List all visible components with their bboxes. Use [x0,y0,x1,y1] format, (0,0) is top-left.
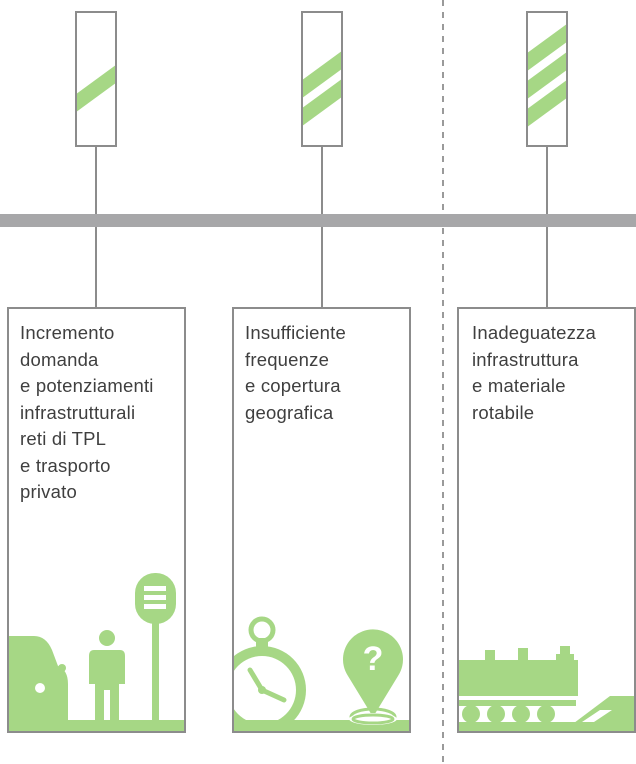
train-icon [458,646,578,723]
stripe [302,78,342,127]
location-question-icon: ? [343,629,404,727]
card-1-label: Incremento domanda e potenziamenti infra… [20,322,154,502]
card-3-label: Inadeguatezza infrastruttura e materiale… [472,322,596,423]
stripe [527,23,567,72]
signal-post-1 [75,11,117,147]
card-3 [457,307,636,733]
card-2-label: Insufficiente frequenze e copertura geog… [245,322,346,423]
ground [458,722,635,732]
person-icon [89,630,125,722]
bus-stop-icon [135,573,176,724]
ground [8,720,185,732]
stripe [527,79,567,128]
car-icon [8,636,68,724]
signal-post-2 [301,11,343,147]
horizontal-rail [0,214,636,227]
svg-text:?: ? [363,640,384,678]
signal-post-3 [526,11,568,147]
stripe [302,50,342,99]
stripe [76,64,116,113]
card-1 [7,307,186,733]
stopwatch-icon [233,616,306,732]
stripe [527,51,567,100]
card-2: ? [232,307,411,733]
